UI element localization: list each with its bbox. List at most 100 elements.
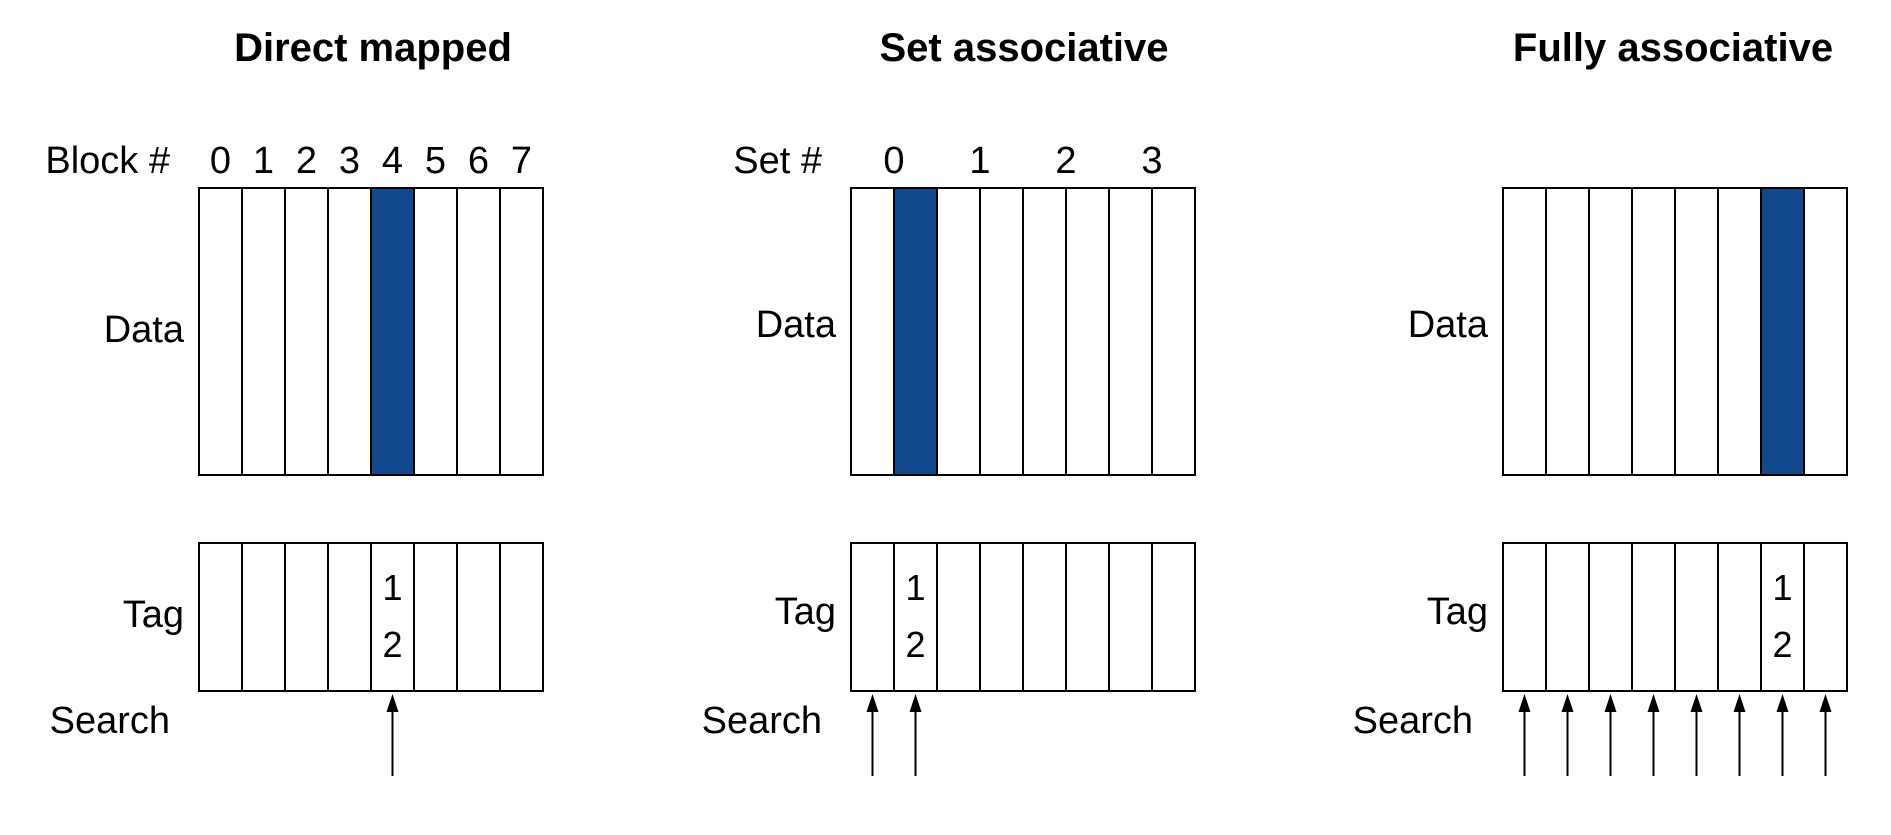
data-block <box>1151 187 1196 476</box>
tag-cell <box>327 542 372 692</box>
index-value: 1 <box>253 140 274 182</box>
tag-cell <box>1588 542 1633 692</box>
tag-value-digit: 2 <box>1772 624 1792 665</box>
tag-value-digit: 1 <box>905 567 925 608</box>
index-label: Set # <box>733 140 822 182</box>
data-label: Data <box>756 304 837 346</box>
search-arrow <box>1690 694 1703 776</box>
tag-cell <box>1760 542 1805 692</box>
search-arrow <box>386 694 399 776</box>
data-array <box>850 187 1196 476</box>
tag-value-digit: 2 <box>905 624 925 665</box>
data-block <box>1631 187 1676 476</box>
search-arrow <box>1561 694 1574 776</box>
tag-array: 12 <box>1502 542 1848 692</box>
search-arrow <box>1733 694 1746 776</box>
search-arrow <box>1819 694 1832 776</box>
panel-title: Fully associative <box>1513 26 1833 70</box>
data-block <box>1022 187 1067 476</box>
tag-cell <box>850 542 895 692</box>
panel-fully-associative: Fully associative Data Tag 12 Search <box>1353 26 1848 776</box>
index-value: 7 <box>511 140 532 182</box>
tag-cell <box>1151 542 1196 692</box>
index-value: 3 <box>339 140 360 182</box>
tag-cell <box>198 542 243 692</box>
index-value: 1 <box>969 140 990 182</box>
tag-cell <box>241 542 286 692</box>
tag-array: 12 <box>850 542 1196 692</box>
tag-value-digit: 2 <box>382 624 402 665</box>
tag-cell <box>284 542 329 692</box>
data-block <box>499 187 544 476</box>
panel-title: Direct mapped <box>234 26 512 70</box>
tag-cell <box>1065 542 1110 692</box>
tag-cell <box>1502 542 1547 692</box>
search-label: Search <box>1353 700 1473 742</box>
tag-cell <box>936 542 981 692</box>
data-block <box>1502 187 1547 476</box>
data-block <box>241 187 286 476</box>
data-block <box>1108 187 1153 476</box>
search-label: Search <box>50 700 170 742</box>
panel-title: Set associative <box>879 26 1168 70</box>
data-block <box>1065 187 1110 476</box>
index-value: 0 <box>210 140 231 182</box>
tag-cell <box>1108 542 1153 692</box>
tag-cell <box>1803 542 1848 692</box>
data-label: Data <box>1408 304 1489 346</box>
index-value: 0 <box>883 140 904 182</box>
data-block <box>1545 187 1590 476</box>
search-arrows <box>386 694 399 776</box>
tag-cell <box>1022 542 1067 692</box>
tag-cell <box>1545 542 1590 692</box>
tag-cell <box>893 542 938 692</box>
data-block <box>327 187 372 476</box>
tag-cell <box>370 542 415 692</box>
tag-cell <box>1717 542 1762 692</box>
data-block <box>1588 187 1633 476</box>
data-block <box>936 187 981 476</box>
data-array <box>198 187 544 476</box>
index-value: 6 <box>468 140 489 182</box>
index-value: 2 <box>1055 140 1076 182</box>
data-array <box>1502 187 1848 476</box>
search-arrow <box>1647 694 1660 776</box>
data-block-highlighted <box>893 187 938 476</box>
index-value: 4 <box>382 140 403 182</box>
index-values: 0 1 2 3 <box>883 140 1162 182</box>
data-block <box>284 187 329 476</box>
data-block-highlighted <box>370 187 415 476</box>
search-arrows <box>866 694 922 776</box>
tag-label: Tag <box>775 591 836 633</box>
data-block <box>198 187 243 476</box>
data-block-highlighted <box>1760 187 1805 476</box>
tag-cell <box>1674 542 1719 692</box>
search-arrow <box>1518 694 1531 776</box>
data-label: Data <box>104 309 185 351</box>
data-block <box>456 187 501 476</box>
search-arrow <box>1604 694 1617 776</box>
index-value: 3 <box>1141 140 1162 182</box>
tag-cell <box>1631 542 1676 692</box>
data-block <box>1803 187 1848 476</box>
tag-label: Tag <box>123 594 184 636</box>
data-block <box>850 187 895 476</box>
search-arrow <box>1776 694 1789 776</box>
index-value: 5 <box>425 140 446 182</box>
search-label: Search <box>702 700 822 742</box>
data-block <box>1674 187 1719 476</box>
search-arrow <box>866 694 879 776</box>
tag-label: Tag <box>1427 591 1488 633</box>
tag-cell <box>456 542 501 692</box>
tag-value-digit: 1 <box>1772 567 1792 608</box>
search-arrows <box>1518 694 1832 776</box>
data-block <box>979 187 1024 476</box>
tag-value-digit: 1 <box>382 567 402 608</box>
tag-cell <box>413 542 458 692</box>
data-block <box>413 187 458 476</box>
data-block <box>1717 187 1762 476</box>
